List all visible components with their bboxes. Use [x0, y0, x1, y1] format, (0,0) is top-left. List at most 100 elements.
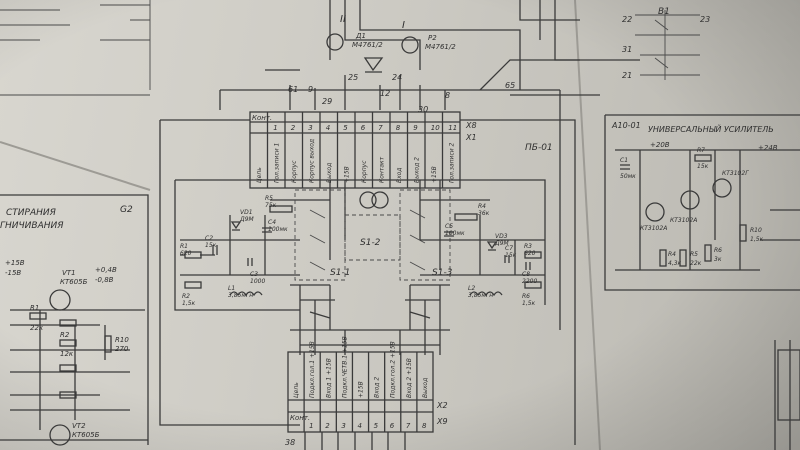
block-ps01: ПБ-01 S1-1 S1-2 S1-3 [159, 119, 576, 445]
connector-signal: Вход 2 [374, 377, 381, 398]
resistor-r2 [184, 281, 202, 289]
connector-ref: Х1 [465, 133, 477, 142]
transistor-vt2 [49, 424, 71, 446]
connector-signals: Цепь Подкл.гол.1 +15В Вход 1 +15В Подкл.ЧЕТ… [293, 336, 429, 398]
wire-number: 12 [380, 89, 390, 98]
wire-number: 9 [308, 85, 313, 94]
component-value: 36к [478, 210, 490, 217]
connector-pin: 11 [448, 124, 457, 132]
transistor-vt3 [712, 178, 732, 198]
component-ref: VT1 [62, 269, 76, 277]
relay-ref: В1 [658, 7, 670, 17]
transistor-vt2 [680, 190, 700, 210]
connector-signal: Подкл.ЧЕТВ.1 +15В [341, 336, 348, 398]
meter-ref: Р2 [428, 34, 437, 42]
component-ref: R6 [522, 293, 530, 300]
wire-number: 25 [348, 73, 358, 82]
wire-number: 31 [622, 45, 632, 54]
connector-signal: Цепь [293, 382, 300, 398]
component-ref: R10 [750, 227, 762, 234]
component-ref: R1 [30, 304, 39, 312]
top-wiring [219, 0, 640, 330]
connector-pin: 3 [308, 124, 312, 132]
wire-number: 21 [622, 71, 632, 80]
switch-label: S1-2 [360, 238, 381, 248]
component-ref: C8 [522, 271, 530, 278]
wire-number: 23 [700, 15, 710, 24]
connector-signal: +15В [343, 166, 350, 183]
connector-header: Конт. [290, 414, 310, 422]
connector-pin: 2 [291, 124, 296, 132]
inductor-l2 [469, 291, 503, 297]
diode-symbol [363, 57, 384, 73]
component-value: КТ605Б [60, 278, 88, 286]
connector-ref: Х9 [436, 417, 448, 426]
component-value: КТ3102А [640, 225, 667, 232]
component-ref: R2 [182, 293, 190, 300]
component-ref: VT2 [72, 422, 86, 430]
component-value: КТ3102Г [722, 170, 749, 177]
component-ref: R2 [60, 331, 70, 339]
connector-signal: Выход 2 [413, 157, 420, 183]
component-value: Д9М [494, 240, 510, 247]
connector-pin: 2 [325, 422, 330, 430]
block-amplifier: А10-01 УНИВЕРСАЛЬНЫЙ УСИЛИТЕЛЬ +20В +24В… [604, 114, 800, 450]
component-value: 15к [697, 163, 709, 170]
component-value: 620 [180, 250, 192, 257]
switch-label: S1-3 [432, 268, 453, 278]
meter-m2: I Р2 М4761/2 [401, 20, 456, 54]
component-value: 3,85мГн [468, 292, 493, 299]
diode-vd1 [230, 221, 242, 231]
component-value: 2200 [522, 278, 537, 285]
component-ref: R5 [690, 251, 698, 258]
component-value: 75к [265, 202, 277, 209]
component-value: 1,5к [750, 236, 764, 243]
transformer-icon [359, 191, 377, 209]
wire-number: 24 [392, 73, 402, 82]
connector-pin: 1 [273, 124, 277, 132]
component-value: 100мк [268, 226, 288, 233]
connector-pin: 10 [431, 124, 440, 132]
component-value: Д9М [239, 216, 255, 223]
block-title: УНИВЕРСАЛЬНЫЙ УСИЛИТЕЛЬ [648, 123, 774, 134]
connector-header: Конт. [252, 114, 272, 122]
connector-signal: Гол.записи 2 [448, 142, 455, 183]
connector-pin: 3 [341, 422, 345, 430]
transistor-vt1 [645, 202, 665, 222]
connector-ref: Х8 [465, 121, 477, 130]
connector-signal: Подкл.гол.1 +15В [309, 341, 316, 398]
block-heading: ГНИЧИВАНИЯ [0, 221, 64, 231]
component-ref: R4 [478, 203, 486, 210]
connector-signal: Вход 1 +15В [325, 358, 332, 398]
meter-label: I [402, 20, 405, 31]
resistor-r5 [269, 205, 293, 213]
component-ref: C5 [445, 223, 453, 230]
wire-number: 38 [285, 438, 295, 447]
meter-type: М4761/2 [352, 41, 383, 49]
connector-ref: Х2 [436, 401, 448, 410]
wire-number: 29 [322, 97, 332, 106]
supply-label: +15В [5, 259, 25, 267]
resistor-r4 [454, 213, 478, 221]
block-title: ПБ-01 [525, 143, 553, 153]
component-ref: C7 [505, 245, 513, 252]
connector-signal: Корпус выход [308, 139, 315, 183]
supply-label: -15В [5, 269, 21, 277]
component-ref: C4 [268, 219, 276, 226]
resistor-r3 [524, 251, 542, 259]
resistor-r6 [524, 281, 542, 289]
connector-signal: Выход [422, 378, 429, 398]
component-ref: L1 [228, 285, 235, 292]
component-value: 15к [505, 252, 517, 259]
meter-type: М4761/2 [425, 43, 456, 51]
connector-pin: 9 [413, 124, 418, 132]
connector-pin: 6 [361, 124, 366, 132]
meter-ref: Д1 [355, 32, 366, 40]
wire-number: 65 [505, 81, 515, 90]
connector-pin: 6 [390, 422, 395, 430]
connector-signal: Корпус [361, 160, 368, 183]
connector-pin: 4 [358, 422, 362, 430]
resistor-r1 [184, 251, 202, 259]
